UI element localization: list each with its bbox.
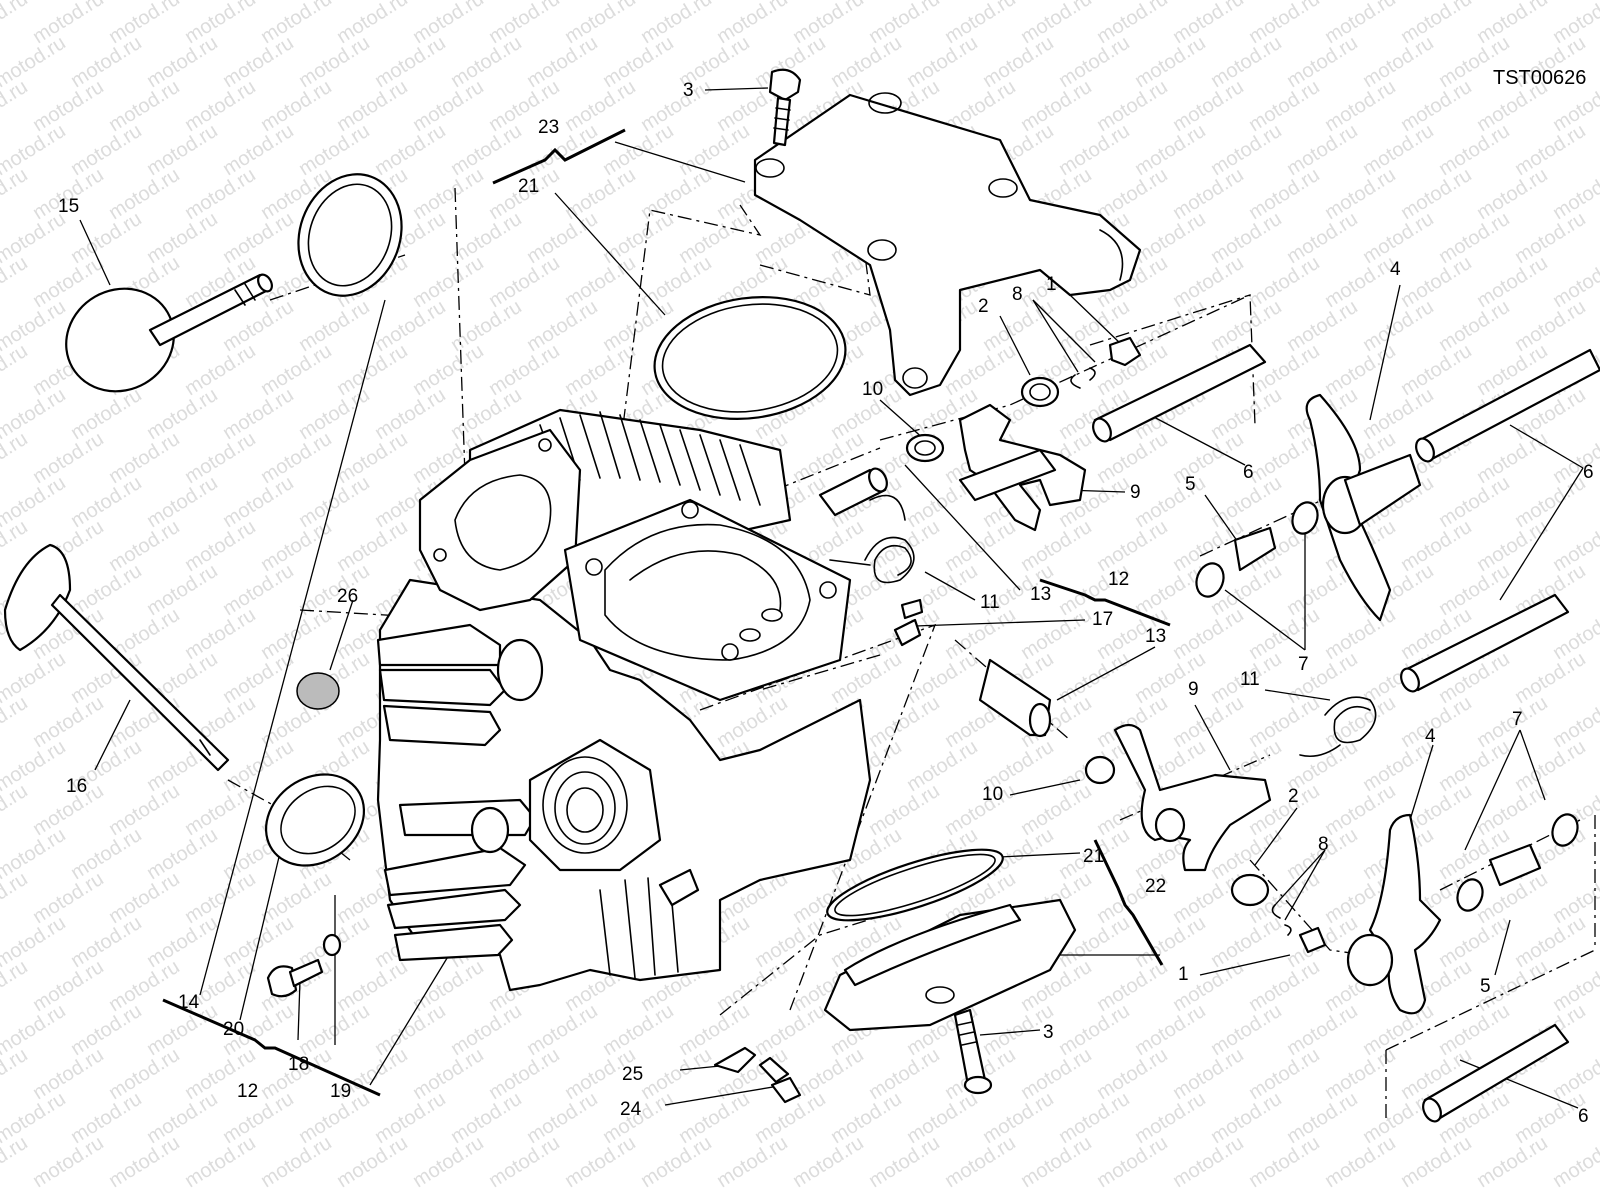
callout-4: 4 — [1390, 259, 1401, 280]
group-braces — [162, 128, 1171, 1097]
valve-exhaust — [3, 543, 230, 772]
rocker-upper — [958, 343, 1267, 532]
callout-2: 2 — [978, 296, 989, 317]
callout-9: 9 — [1188, 679, 1199, 700]
callout-1: 1 — [1178, 964, 1189, 985]
rocker-cover-bottom — [823, 898, 1077, 1032]
callout-22: 22 — [1145, 876, 1166, 897]
callout-24: 24 — [620, 1099, 642, 1120]
callout-17: 17 — [1092, 609, 1113, 630]
drawing-code: TST00626 — [1493, 67, 1586, 89]
callout-3: 3 — [1043, 1022, 1054, 1043]
brace-23 — [492, 128, 626, 185]
brace-12-bottom — [162, 998, 381, 1097]
callout-7: 7 — [1298, 654, 1309, 675]
callout-21: 21 — [518, 176, 539, 197]
callout-8: 8 — [1318, 834, 1329, 855]
callout-5: 5 — [1185, 474, 1196, 495]
clip-25 — [713, 1046, 757, 1074]
screw-3-top — [768, 68, 802, 147]
cylinder-head — [376, 408, 872, 992]
callout-20: 20 — [223, 1019, 244, 1040]
callout-labels: 1 1 2 2 3 3 4 4 5 5 6 6 6 7 7 8 8 9 9 10… — [58, 80, 1594, 1127]
callout-9: 9 — [1130, 482, 1141, 503]
callout-15: 15 — [58, 196, 79, 217]
callout-6: 6 — [1243, 462, 1254, 483]
callout-6: 6 — [1578, 1106, 1589, 1127]
callout-10: 10 — [982, 784, 1003, 805]
rocker-upper-right — [1305, 348, 1600, 693]
callout-23: 23 — [538, 117, 559, 138]
callout-25: 25 — [622, 1064, 643, 1085]
callout-12: 12 — [1108, 569, 1129, 590]
callout-2: 2 — [1288, 786, 1299, 807]
callout-21: 21 — [1083, 846, 1104, 867]
rocker-lower-right — [1346, 813, 1579, 1123]
leader-lines — [79, 87, 1584, 1109]
callout-26: 26 — [337, 586, 358, 607]
callout-6: 6 — [1583, 462, 1594, 483]
callout-11: 11 — [1240, 669, 1260, 690]
o-ring-top — [653, 296, 847, 420]
valve-intake — [65, 273, 273, 393]
screw-18 — [266, 958, 324, 998]
valve-seat-20 — [264, 773, 366, 867]
callout-11: 11 — [980, 592, 1000, 613]
callout-8: 8 — [1012, 284, 1023, 305]
callout-13: 13 — [1145, 626, 1166, 647]
rocker-lower — [978, 658, 1377, 954]
callout-3: 3 — [683, 80, 694, 101]
callout-19: 19 — [330, 1081, 351, 1102]
callout-4: 4 — [1425, 726, 1436, 747]
callout-7: 7 — [1512, 709, 1523, 730]
callout-12: 12 — [237, 1081, 258, 1102]
callout-5: 5 — [1480, 976, 1491, 997]
washer-19 — [322, 933, 342, 957]
screw-24 — [758, 1056, 802, 1104]
o-ring-bottom — [826, 848, 1004, 922]
callout-13: 13 — [1030, 584, 1051, 605]
callout-1: 1 — [1046, 274, 1057, 295]
callout-10: 10 — [862, 379, 883, 400]
shim-26 — [296, 672, 340, 710]
small-parts-upper — [818, 336, 1319, 647]
callout-14: 14 — [178, 992, 200, 1013]
valve-seat-14 — [297, 173, 403, 297]
rocker-cover-top — [753, 92, 1142, 397]
screw-3-bottom — [953, 1008, 993, 1095]
callout-16: 16 — [66, 776, 87, 797]
brace-22 — [1093, 839, 1164, 966]
callout-18: 18 — [288, 1054, 309, 1075]
brace-12-top — [1039, 578, 1171, 627]
